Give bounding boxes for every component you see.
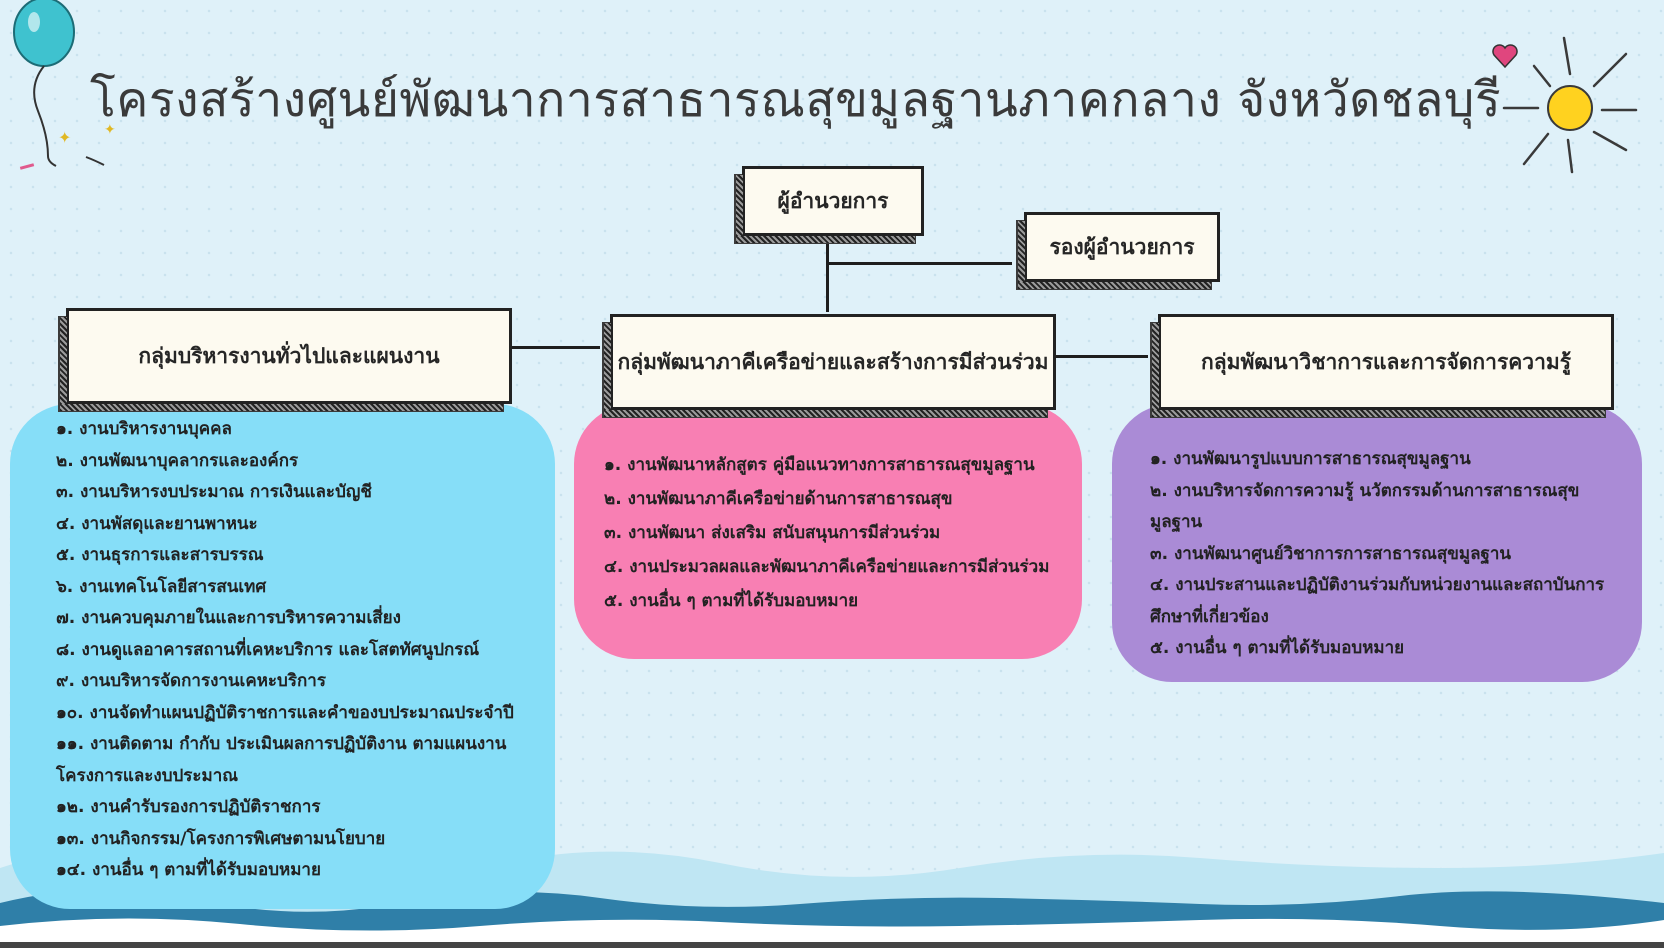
group-label: กลุ่มพัฒนาวิชาการและการจัดการความรู้ bbox=[1201, 349, 1571, 374]
sun-icon bbox=[1502, 36, 1638, 174]
star-icon: ✦ bbox=[104, 122, 116, 138]
list-item: ๖. งานเทคโนโลยีสารสนเทศ bbox=[56, 576, 267, 597]
list-item: ๔. งานประสานและปฏิบัติงานร่วมกับหน่วยงาน… bbox=[1150, 575, 1605, 627]
list-item: ๑๔. งานอื่น ๆ ตามที่ได้รับมอบหมาย bbox=[56, 860, 321, 880]
list-item: ๑๒. งานคำรับรองการปฏิบัติราชการ bbox=[56, 797, 321, 817]
list-item: ๔. งานพัสดุและยานพาหนะ bbox=[56, 513, 258, 534]
group-box-admin: กลุ่มบริหารงานทั่วไปและแผนงาน bbox=[60, 308, 512, 411]
group-box-academic: กลุ่มพัฒนาวิชาการและการจัดการความรู้ bbox=[1152, 314, 1614, 417]
group-box-network: กลุ่มพัฒนาภาคีเครือข่ายและสร้างการมีส่วน… bbox=[604, 314, 1056, 417]
connector-line bbox=[826, 240, 829, 312]
deputy-director-label: รองผู้อำนวยการ bbox=[1049, 234, 1195, 259]
list-item: ๒. งานพัฒนาบุคลากรและองค์กร bbox=[56, 450, 299, 471]
list-item: ๒. งานพัฒนาภาคีเครือข่ายด้านการสาธารณสุข bbox=[604, 489, 953, 509]
list-item: ๔. งานประมวลผลและพัฒนาภาคีเครือข่ายและกา… bbox=[604, 557, 1050, 577]
director-box: ผู้อำนวยการ bbox=[736, 166, 924, 243]
list-item: ๕. งานอื่น ๆ ตามที่ได้รับมอบหมาย bbox=[604, 591, 859, 611]
group-label: กลุ่มพัฒนาภาคีเครือข่ายและสร้างการมีส่วน… bbox=[617, 349, 1049, 374]
deputy-director-box: รองผู้อำนวยการ bbox=[1018, 212, 1220, 289]
list-item: ๕. งานธุรการและสารบรรณ bbox=[56, 545, 264, 565]
list-item: ๑. งานบริหารงานบุคคล bbox=[56, 419, 232, 439]
connector-line bbox=[1052, 355, 1148, 358]
list-item: ๑๓. งานกิจกรรม/โครงการพิเศษตามนโยบาย bbox=[56, 828, 386, 849]
list-item: ๙. งานบริหารจัดการงานเคหะบริการ bbox=[56, 671, 326, 691]
heart-icon bbox=[1492, 44, 1518, 69]
task-list-academic: ๑. งานพัฒนารูปแบบการสาธารณสุขมูลฐาน ๒. ง… bbox=[1150, 444, 1620, 665]
connector-line bbox=[826, 262, 1012, 265]
task-list-network: ๑. งานพัฒนาหลักสูตร คู่มือแนวทางการสาธาร… bbox=[604, 448, 1074, 618]
list-item: ๗. งานควบคุมภายในและการบริหารความเสี่ยง bbox=[56, 608, 401, 628]
star-icon: ✦ bbox=[58, 128, 72, 147]
list-item: ๑๐. งานจัดทำแผนปฏิบัติราชการและคำของบประ… bbox=[56, 702, 514, 723]
page-title: โครงสร้างศูนย์พัฒนาการสาธารณสุขมูลฐานภาค… bbox=[90, 72, 1502, 128]
list-item: ๓. งานบริหารงบประมาณ การเงินและบัญชี bbox=[56, 482, 372, 502]
list-item: ๕. งานอื่น ๆ ตามที่ได้รับมอบหมาย bbox=[1150, 638, 1405, 658]
task-list-admin: ๑. งานบริหารงานบุคคล ๒. งานพัฒนาบุคลากรแ… bbox=[56, 414, 526, 887]
list-item: ๘. งานดูแลอาคารสถานที่เคหะบริการ และโสตท… bbox=[56, 639, 480, 660]
list-item: ๓. งานพัฒนา ส่งเสริม สนับสนุนการมีส่วนร่… bbox=[604, 523, 941, 543]
list-item: ๓. งานพัฒนาศูนย์วิชาการการสาธารณสุขมูลฐา… bbox=[1150, 543, 1512, 564]
list-item: ๑. งานพัฒนารูปแบบการสาธารณสุขมูลฐาน bbox=[1150, 449, 1471, 469]
group-label: กลุ่มบริหารงานทั่วไปและแผนงาน bbox=[138, 343, 440, 368]
list-item: ๒. งานบริหารจัดการความรู้ นวัตกรรมด้านกา… bbox=[1150, 480, 1580, 533]
balloon-icon bbox=[13, 0, 105, 167]
list-item: ๑. งานพัฒนาหลักสูตร คู่มือแนวทางการสาธาร… bbox=[604, 455, 1035, 475]
director-label: ผู้อำนวยการ bbox=[777, 188, 889, 213]
list-item: ๑๑. งานติดตาม กำกับ ประเมินผลการปฏิบัติง… bbox=[56, 734, 507, 786]
connector-line bbox=[508, 346, 600, 349]
